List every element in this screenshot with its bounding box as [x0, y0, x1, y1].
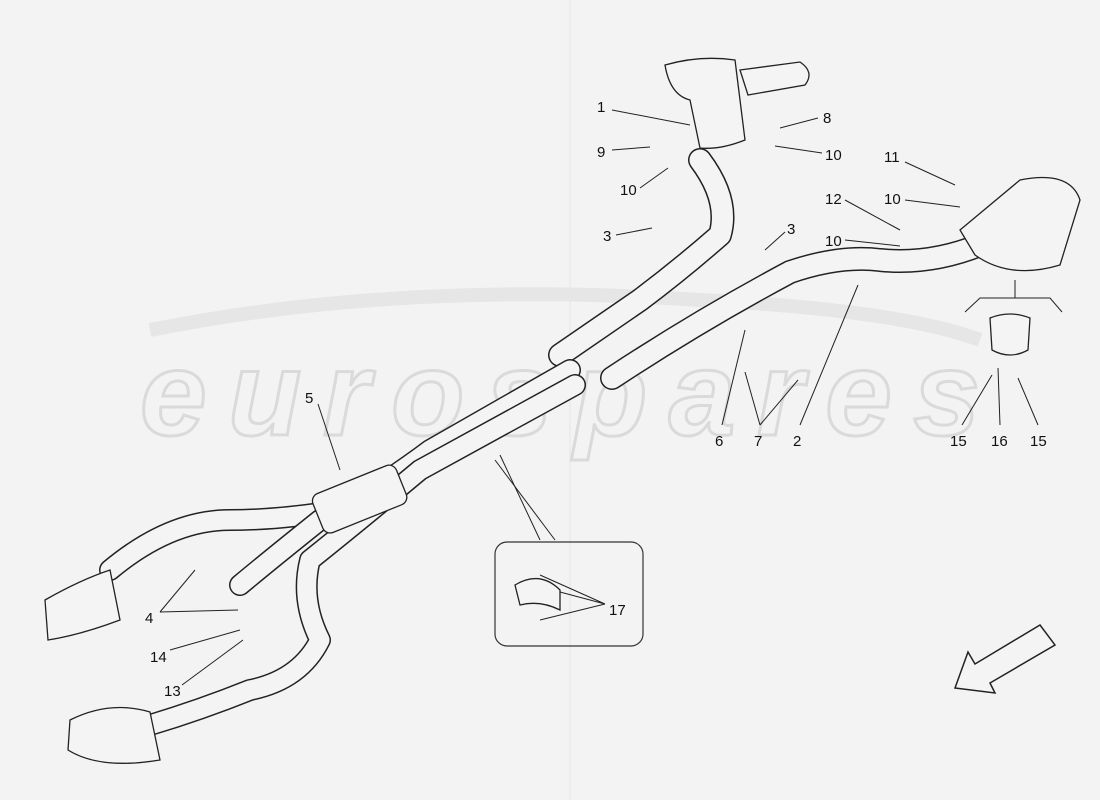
callout-14: 14: [150, 649, 167, 666]
tailpipe-right: [959, 176, 1081, 272]
callout-labels: 1 9 10 8 10 11 10 12 10 3 3 5 6 7 2 15 1…: [145, 99, 1047, 700]
callout-3: 3: [603, 228, 611, 245]
callout-8: 8: [823, 110, 831, 127]
leader-lines: [159, 109, 1039, 686]
callout-10: 10: [825, 147, 842, 164]
callout-5: 5: [305, 390, 313, 407]
callout-9: 9: [597, 144, 605, 161]
callout-15: 15: [950, 433, 967, 450]
arrow-down-left-icon: [953, 624, 1057, 694]
callout-6: 6: [715, 433, 723, 450]
catalytic-converter: [67, 706, 161, 764]
callout-13: 13: [164, 683, 181, 700]
callout-3: 3: [787, 221, 795, 238]
callout-2: 2: [793, 433, 801, 450]
callout-1: 1: [597, 99, 605, 116]
center-muffler: [311, 464, 408, 534]
inset-clamp: [514, 578, 561, 612]
rear-muffler: [664, 57, 746, 149]
callout-16: 16: [991, 433, 1008, 450]
callout-11: 11: [884, 149, 900, 166]
callout-15: 15: [1030, 433, 1047, 450]
rubber-mount: [989, 313, 1031, 356]
front-pipe-section: [44, 569, 121, 641]
tailpipe-left: [739, 61, 810, 96]
detail-inset-box: [494, 541, 644, 647]
callout-10: 10: [825, 233, 842, 250]
callout-17: 17: [609, 602, 626, 619]
callout-10: 10: [884, 191, 901, 208]
callout-12: 12: [825, 191, 842, 208]
callout-7: 7: [754, 433, 762, 450]
callout-4: 4: [145, 610, 153, 627]
callout-10: 10: [620, 182, 637, 199]
